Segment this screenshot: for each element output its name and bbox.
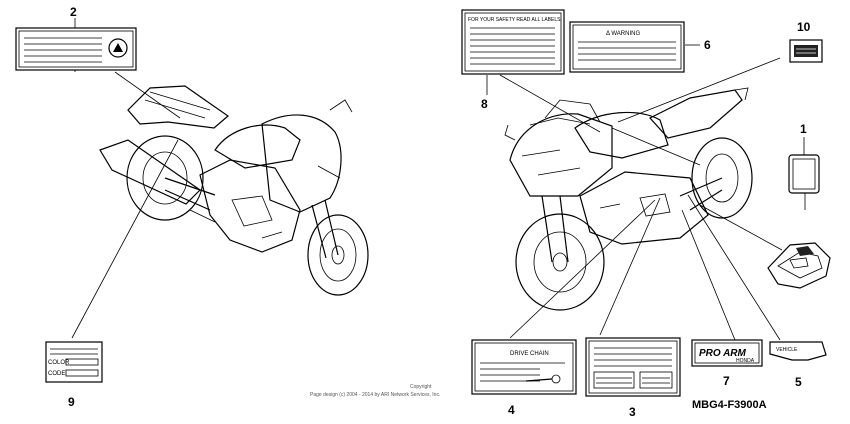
label-8-title: FOR YOUR SAFETY READ ALL LABELS xyxy=(468,17,561,23)
honda-text: HONDA xyxy=(736,358,755,364)
label-7 xyxy=(691,339,763,367)
motorcycle-left xyxy=(99,85,369,296)
diagram-code: MBG4-F3900A xyxy=(692,399,767,411)
callout-1: 1 xyxy=(800,122,807,136)
drive-chain-label-title: DRIVE CHAIN xyxy=(510,351,549,357)
pro-arm-logo-text: PRO ARM xyxy=(699,348,747,359)
label-8 xyxy=(461,9,565,75)
callout-2: 2 xyxy=(70,5,77,19)
label-9 xyxy=(45,341,103,383)
label-10 xyxy=(789,39,823,63)
label-4 xyxy=(471,339,577,395)
motorcycle-right xyxy=(504,87,753,311)
callout-3: 3 xyxy=(629,405,636,419)
callout-8: 8 xyxy=(481,97,488,111)
label-2 xyxy=(15,27,137,71)
label-9-code-field: CODE xyxy=(48,371,65,377)
label-6 xyxy=(569,21,685,73)
label-5 xyxy=(769,341,827,361)
callout-5: 5 xyxy=(795,375,802,389)
callout-10: 10 xyxy=(797,20,811,34)
callout-7: 7 xyxy=(723,374,730,388)
label-9-color-field: COLOR xyxy=(48,360,70,366)
callout-9: 9 xyxy=(68,395,75,409)
copyright-line-1: Copyright xyxy=(410,384,432,390)
helmet-holder-part xyxy=(767,242,831,289)
warning-label-title: Δ WARNING xyxy=(606,31,640,37)
callout-6: 6 xyxy=(704,38,711,52)
callout-4: 4 xyxy=(508,403,515,417)
copyright-line-2: Page design (c) 2004 - 2014 by ARI Netwo… xyxy=(310,392,440,398)
leader-lines xyxy=(71,18,806,341)
label-3 xyxy=(585,337,681,397)
label-5-text: VEHICLE xyxy=(776,347,798,353)
label-1 xyxy=(788,154,820,194)
